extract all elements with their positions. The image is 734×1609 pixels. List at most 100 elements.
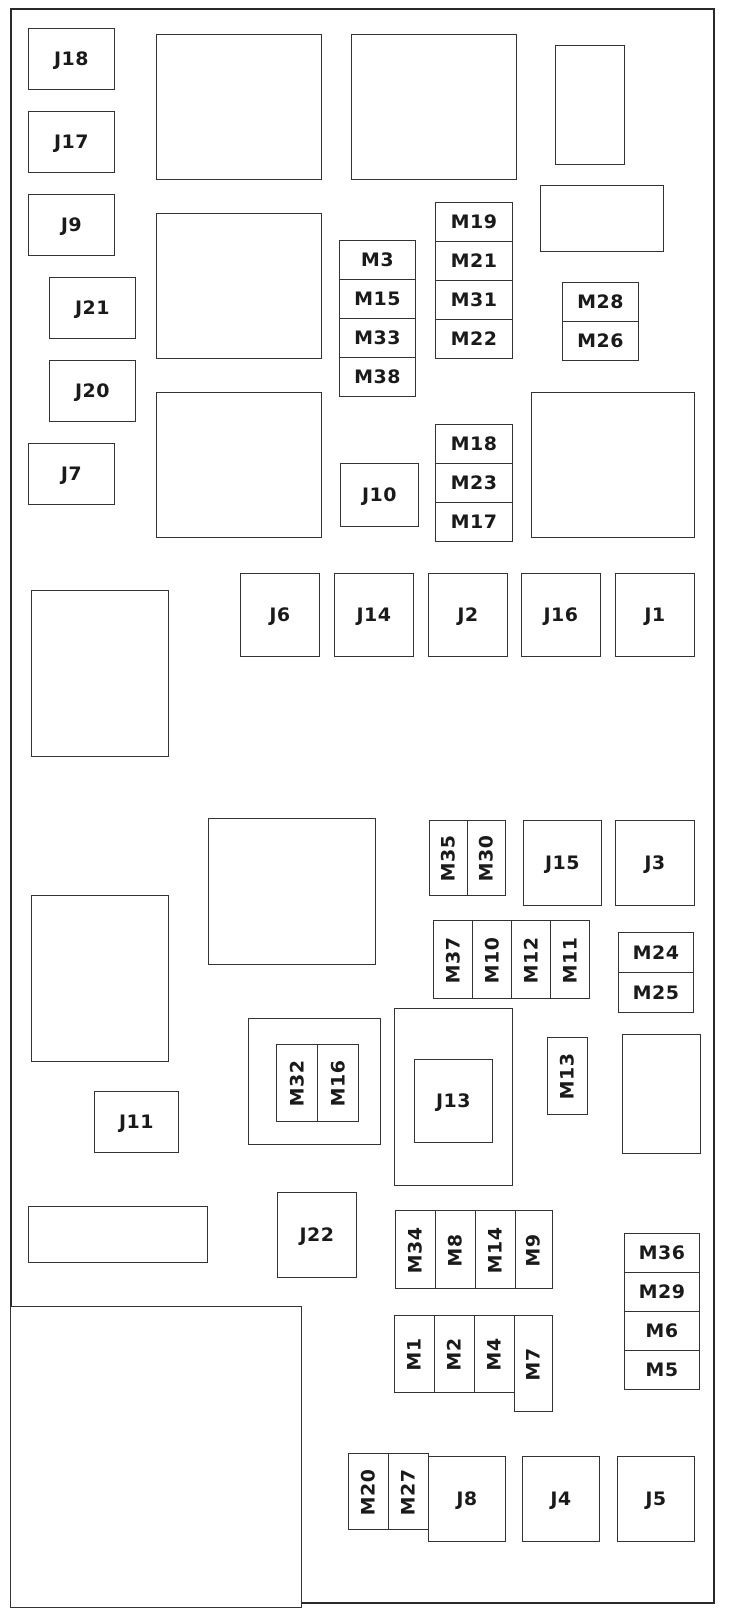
slot-label: M22 bbox=[450, 328, 498, 350]
fuse-slot-m15: M15 bbox=[339, 279, 416, 319]
fuse-slot-m13: M13 bbox=[547, 1037, 588, 1115]
fuse-slot-j10: J10 bbox=[340, 463, 419, 527]
fuse-slot-j22: J22 bbox=[277, 1192, 357, 1278]
slot-label: M29 bbox=[638, 1281, 686, 1303]
fuse-slot-j16: J16 bbox=[521, 573, 601, 657]
slot-label: M38 bbox=[354, 366, 401, 388]
fuse-slot-m2: M2 bbox=[434, 1315, 475, 1393]
fuse-slot-j15: J15 bbox=[523, 820, 602, 906]
fuse-slot-m1: M1 bbox=[394, 1315, 435, 1393]
fuse-slot-m28: M28 bbox=[562, 282, 639, 322]
slot-label: M25 bbox=[632, 981, 680, 1004]
fuse-slot-m5: M5 bbox=[624, 1350, 700, 1390]
fuse-slot-m33: M33 bbox=[339, 318, 416, 358]
fuse-slot-m35: M35 bbox=[429, 820, 468, 896]
slot-label: M33 bbox=[354, 327, 401, 349]
slot-label: M20 bbox=[357, 1468, 380, 1515]
slot-label: M12 bbox=[520, 936, 543, 983]
fuse-slot-m29: M29 bbox=[624, 1272, 700, 1312]
fuse-slot-j17: J17 bbox=[28, 111, 115, 173]
slot-label: J11 bbox=[118, 1111, 154, 1133]
slot-label: M23 bbox=[450, 472, 498, 494]
blank-box bbox=[31, 895, 169, 1062]
fuse-slot-m17: M17 bbox=[435, 502, 513, 542]
slot-label: M16 bbox=[327, 1059, 350, 1107]
fuse-slot-m38: M38 bbox=[339, 357, 416, 397]
slot-label: M4 bbox=[483, 1337, 506, 1371]
fuse-slot-m26: M26 bbox=[562, 321, 639, 361]
fuse-slot-m12: M12 bbox=[511, 920, 551, 999]
blank-box bbox=[351, 34, 517, 180]
slot-label: M14 bbox=[484, 1226, 507, 1273]
fuse-slot-j14: J14 bbox=[334, 573, 414, 657]
slot-label: M36 bbox=[638, 1242, 686, 1264]
blank-box bbox=[531, 392, 695, 538]
slot-label: M24 bbox=[632, 941, 680, 964]
blank-box bbox=[156, 392, 322, 538]
slot-label: J18 bbox=[53, 48, 89, 70]
slot-label: M17 bbox=[450, 511, 498, 533]
fuse-slot-m21: M21 bbox=[435, 241, 513, 281]
slot-label: M19 bbox=[450, 211, 498, 233]
slot-label: J13 bbox=[435, 1090, 471, 1112]
slot-label: J6 bbox=[269, 604, 291, 626]
fuse-box-diagram: J18 J17 J9 J21 J20 J7 M3 M15 M33 M38 M19… bbox=[10, 8, 715, 1608]
fuse-slot-m4: M4 bbox=[474, 1315, 515, 1393]
fuse-slot-m11: M11 bbox=[550, 920, 590, 999]
slot-label: J8 bbox=[456, 1488, 478, 1510]
slot-label: M15 bbox=[354, 288, 401, 310]
fuse-slot-j2: J2 bbox=[428, 573, 508, 657]
fuse-slot-m10: M10 bbox=[472, 920, 512, 999]
blank-box bbox=[555, 45, 625, 165]
slot-label: J10 bbox=[361, 484, 397, 506]
fuse-slot-m27: M27 bbox=[388, 1453, 429, 1530]
fuse-slot-j3: J3 bbox=[615, 820, 695, 906]
slot-label: M28 bbox=[577, 291, 624, 313]
fuse-slot-m19: M19 bbox=[435, 202, 513, 242]
slot-label: M30 bbox=[475, 834, 498, 882]
fuse-slot-m23: M23 bbox=[435, 463, 513, 503]
slot-label: J20 bbox=[74, 380, 110, 402]
slot-label: J4 bbox=[550, 1488, 572, 1510]
fuse-slot-m25: M25 bbox=[618, 972, 694, 1013]
fuse-slot-m22: M22 bbox=[435, 319, 513, 359]
fuse-slot-m24: M24 bbox=[618, 932, 694, 973]
fuse-slot-m37: M37 bbox=[433, 920, 473, 999]
fuse-slot-j13: J13 bbox=[414, 1059, 493, 1143]
fuse-slot-m8: M8 bbox=[435, 1210, 476, 1289]
slot-label: M26 bbox=[577, 330, 624, 352]
fuse-slot-j4: J4 bbox=[522, 1456, 600, 1542]
slot-label: M8 bbox=[444, 1232, 467, 1267]
fuse-slot-m18: M18 bbox=[435, 424, 513, 464]
slot-label: J17 bbox=[53, 131, 89, 153]
slot-label: M10 bbox=[481, 936, 504, 983]
slot-label: M34 bbox=[404, 1226, 427, 1273]
fuse-slot-m3: M3 bbox=[339, 240, 416, 280]
blank-box bbox=[156, 34, 322, 180]
slot-label: M6 bbox=[645, 1320, 679, 1342]
slot-label: M21 bbox=[450, 250, 498, 272]
fuse-slot-j7: J7 bbox=[28, 443, 115, 505]
slot-label: J9 bbox=[60, 214, 83, 236]
slot-label: J7 bbox=[60, 463, 83, 485]
fuse-slot-m30: M30 bbox=[467, 820, 506, 896]
fuse-slot-m32: M32 bbox=[276, 1044, 318, 1122]
slot-label: M7 bbox=[522, 1346, 545, 1381]
blank-box bbox=[28, 1206, 208, 1263]
slot-label: M3 bbox=[360, 249, 395, 271]
slot-label: M2 bbox=[443, 1337, 466, 1371]
fuse-slot-m36: M36 bbox=[624, 1233, 700, 1273]
fuse-slot-j1: J1 bbox=[615, 573, 695, 657]
fuse-slot-m6: M6 bbox=[624, 1311, 700, 1351]
slot-label: M13 bbox=[556, 1052, 579, 1100]
fuse-slot-j5: J5 bbox=[617, 1456, 695, 1542]
slot-label: M31 bbox=[450, 289, 498, 311]
slot-label: M32 bbox=[286, 1059, 309, 1107]
fuse-slot-m9: M9 bbox=[515, 1210, 553, 1289]
fuse-slot-m14: M14 bbox=[475, 1210, 516, 1289]
fuse-slot-j9: J9 bbox=[28, 194, 115, 256]
slot-label: J1 bbox=[644, 604, 666, 626]
slot-label: J3 bbox=[644, 852, 666, 874]
fuse-slot-j20: J20 bbox=[49, 360, 136, 422]
slot-label: J5 bbox=[645, 1488, 667, 1510]
